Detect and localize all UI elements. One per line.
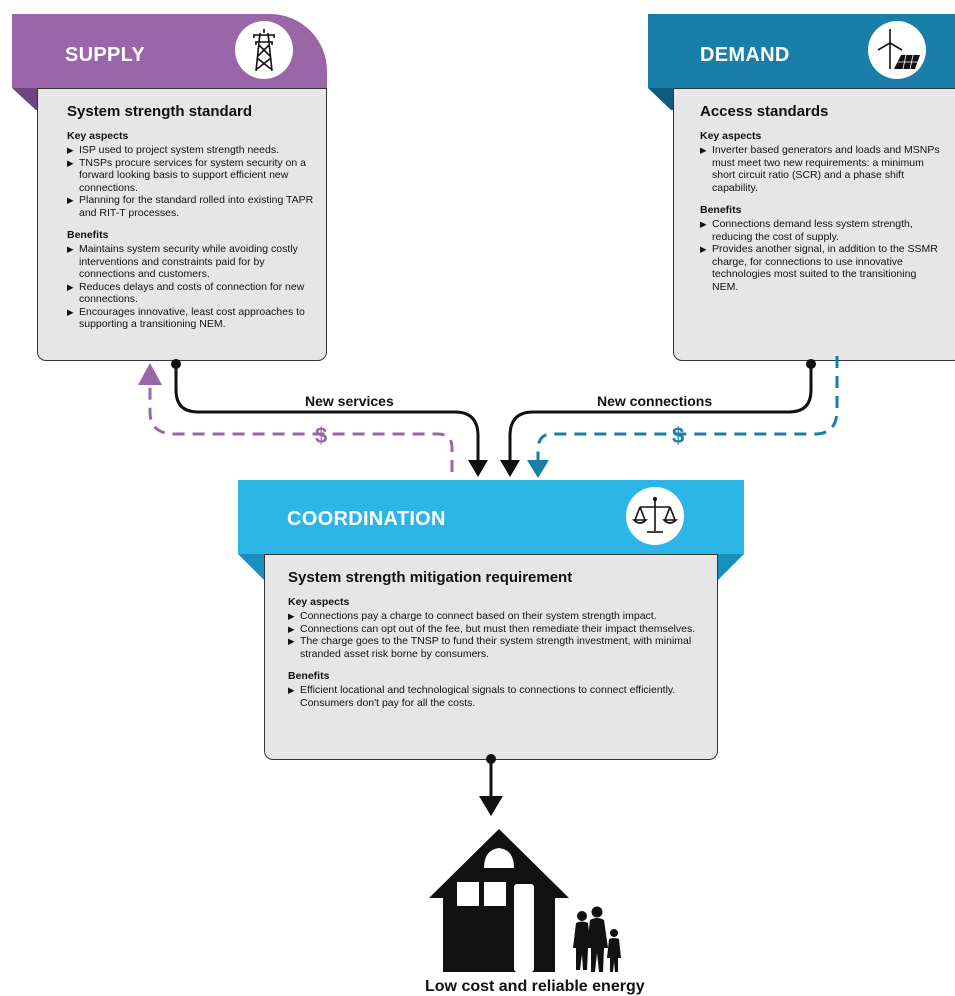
flow-arrows — [138, 356, 839, 478]
supply-key-aspect: Planning for the standard rolled into ex… — [67, 194, 319, 219]
demand-payment-arrow — [536, 356, 839, 462]
coordination-benefits-heading: Benefits — [288, 670, 330, 682]
supply-benefit: Encourages innovative, least cost approa… — [67, 306, 319, 331]
supply-payment-dollar: $ — [315, 423, 328, 448]
coordination-key-aspect: Connections can opt out of the fee, but … — [288, 623, 708, 636]
demand-card-title: Access standards — [700, 103, 829, 120]
coordination-header-banner — [238, 480, 744, 580]
coordination-key-aspect: Connections pay a charge to connect base… — [288, 610, 708, 623]
new-connections-label: New connections — [597, 393, 713, 409]
demand-header-title: DEMAND — [700, 44, 790, 66]
coordination-card-title: System strength mitigation requirement — [288, 569, 573, 586]
supply-payment-arrow — [148, 385, 454, 472]
wind-turbine-solar-panel-icon — [868, 21, 926, 79]
demand-benefits-heading: Benefits — [700, 204, 742, 216]
supply-key-aspects-heading: Key aspects — [67, 130, 129, 142]
outcome-label: Low cost and reliable energy — [425, 978, 645, 995]
coordination-benefit: Efficient locational and technological s… — [288, 684, 708, 709]
demand-payment-dollar: $ — [672, 423, 685, 448]
supply-benefit: Maintains system security while avoiding… — [67, 243, 319, 281]
supply-card-title: System strength standard — [67, 103, 253, 120]
coordination-card: System strength mitigation requirement K… — [264, 554, 718, 760]
demand-benefit: Connections demand less system strength,… — [700, 218, 940, 243]
supply-benefit: Reduces delays and costs of connection f… — [67, 281, 319, 306]
supply-header-title: SUPPLY — [65, 44, 145, 66]
supply-key-aspect: ISP used to project system strength need… — [67, 144, 319, 157]
demand-key-aspect: Inverter based generators and loads and … — [700, 144, 940, 194]
supply-card: System strength standard Key aspects ISP… — [37, 88, 327, 361]
new-services-label: New services — [305, 393, 394, 409]
demand-key-aspects-heading: Key aspects — [700, 130, 762, 142]
supply-benefits-heading: Benefits — [67, 229, 109, 241]
demand-benefit: Provides another signal, in addition to … — [700, 243, 940, 293]
house-and-family-icon — [429, 754, 621, 972]
transmission-tower-icon — [235, 21, 293, 79]
supply-key-aspect: TNSPs procure services for system securi… — [67, 157, 319, 195]
coordination-key-aspects-heading: Key aspects — [288, 596, 350, 608]
coordination-key-aspect: The charge goes to the TNSP to fund thei… — [288, 635, 708, 660]
coordination-header-title: COORDINATION — [287, 508, 446, 530]
new-services-arrow — [174, 364, 480, 462]
new-connections-arrow — [508, 364, 813, 462]
demand-card: Access standards Key aspects Inverter ba… — [673, 88, 955, 361]
scales-of-justice-icon — [626, 487, 684, 545]
